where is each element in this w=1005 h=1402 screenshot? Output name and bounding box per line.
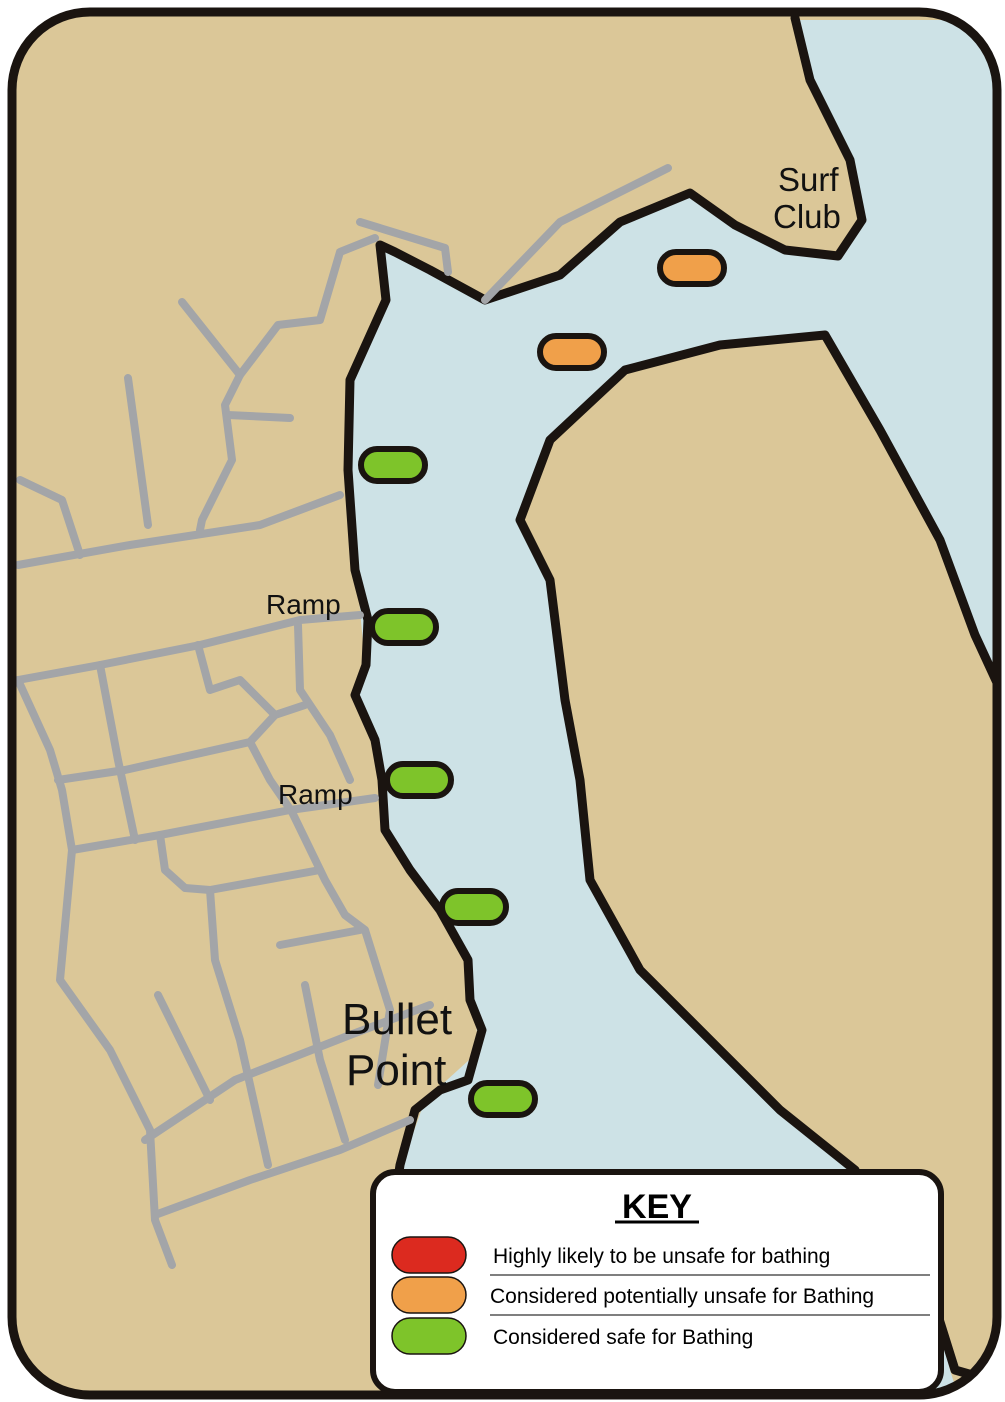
key-swatch-potentially-unsafe: [391, 1276, 467, 1314]
map-key: KEY Highly likely to be unsafe for bathi…: [370, 1169, 944, 1395]
bullet-point-label-line2: Point: [346, 1046, 446, 1095]
bullet-point-label: Bullet Point: [342, 995, 452, 1095]
surf-club-label: Surf Club: [773, 161, 841, 235]
site-marker-5: [384, 761, 454, 799]
coastline-west: [343, 13, 867, 1205]
ramp-label-south: Ramp: [278, 779, 353, 810]
site-marker-1: [657, 249, 727, 287]
key-panel: [370, 1169, 944, 1395]
monitoring-sites: [358, 249, 727, 1118]
key-items: Highly likely to be unsafe for bathingCo…: [391, 1236, 930, 1355]
key-title: KEY: [622, 1188, 692, 1226]
key-label-unsafe: Highly likely to be unsafe for bathing: [493, 1245, 830, 1268]
surf-club-label-line1: Surf: [778, 161, 839, 198]
site-marker-2: [537, 333, 607, 371]
road-network: [14, 164, 672, 1269]
site-marker-6: [439, 888, 509, 926]
water-estuary: [348, 20, 997, 1395]
surf-club-label-line2: Club: [773, 198, 841, 235]
key-swatch-unsafe: [391, 1236, 467, 1274]
site-marker-7: [468, 1080, 538, 1118]
key-label-potentially-unsafe: Considered potentially unsafe for Bathin…: [490, 1285, 874, 1308]
ramp-label-north: Ramp: [266, 589, 341, 620]
key-swatch-safe: [391, 1317, 467, 1355]
bullet-point-label-line1: Bullet: [342, 995, 452, 1044]
site-marker-3: [358, 446, 428, 484]
site-marker-4: [369, 608, 439, 646]
key-label-safe: Considered safe for Bathing: [493, 1326, 753, 1349]
